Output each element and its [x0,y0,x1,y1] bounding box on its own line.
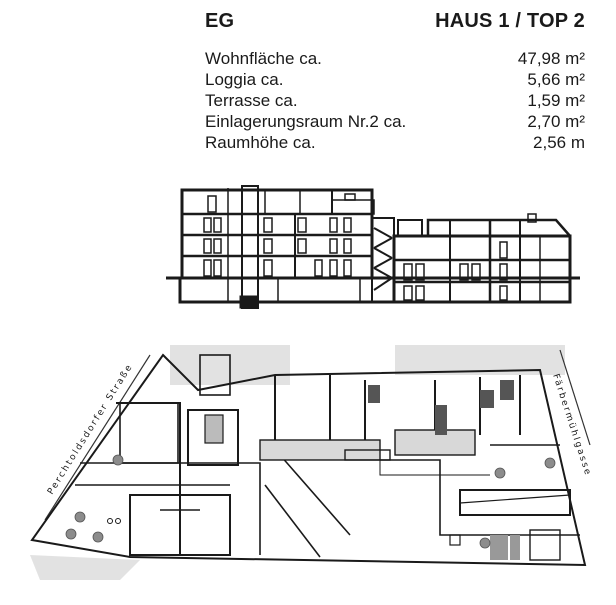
spec-label: Terrasse ca. [205,91,298,110]
section-svg [166,185,580,309]
building-section-drawing [160,178,580,310]
spec-row-einlagerungsraum: Einlagerungsraum Nr.2 ca. 2,70 m² [205,111,585,132]
spec-row-wohnflaeche: Wohnfläche ca. 47,98 m² [205,48,585,69]
area-specs: Wohnfläche ca. 47,98 m² Loggia ca. 5,66 … [205,48,585,153]
spec-row-terrasse: Terrasse ca. 1,59 m² [205,90,585,111]
plan-header: EG HAUS 1 / TOP 2 [205,10,585,33]
spec-label: Wohnfläche ca. [205,49,322,68]
spec-label: Loggia ca. [205,70,284,89]
spec-value: 2,70 m² [527,112,585,131]
street-label-right: Färbermühlgasse [550,373,593,478]
plan-svg: Perchtoldsdorfer Straße Färbermühlgasse [30,345,593,580]
spec-row-loggia: Loggia ca. 5,66 m² [205,69,585,90]
spec-label: Raumhöhe ca. [205,133,316,152]
street-label-left: Perchtoldsdorfer Straße [46,362,135,497]
spec-label: Einlagerungsraum Nr.2 ca. [205,112,407,131]
floor-label: EG [205,10,235,32]
spec-value: 1,59 m² [527,91,585,110]
spec-value: 5,66 m² [527,70,585,89]
spec-row-raumhoehe: Raumhöhe ca. 2,56 m [205,132,585,153]
unit-label: HAUS 1 / TOP 2 [435,10,585,32]
spec-value: 47,98 m² [517,49,585,68]
spec-value: 2,56 m [533,133,585,152]
site-floor-plan: Perchtoldsdorfer Straße Färbermühlgasse [20,335,616,600]
